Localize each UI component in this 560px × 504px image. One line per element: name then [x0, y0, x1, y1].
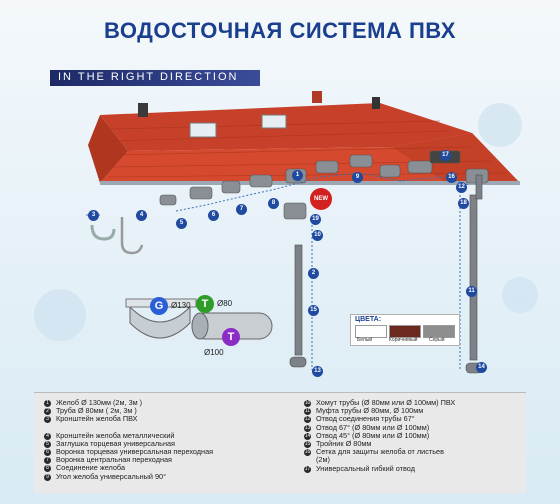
legend-text: Кронштейн желоба ПВХ: [56, 414, 138, 424]
callout-badge: 12: [456, 182, 467, 193]
callout-badge: 13: [312, 366, 323, 377]
color-swatch-white: [355, 325, 387, 338]
legend-item: (2м): [304, 456, 455, 464]
callout-badge: 1: [292, 170, 303, 181]
callout-badge: 18: [458, 198, 469, 209]
gutter-size-label: Ø130: [171, 301, 191, 310]
legend-text: Тройник Ø 80мм: [316, 439, 372, 449]
legend-number-icon: 3: [44, 416, 51, 424]
legend-number-icon: 10: [304, 400, 311, 407]
gutter-system-illustration: [34, 91, 538, 374]
legend-item: 15 Тройник Ø 80мм: [304, 439, 455, 449]
legend-item: 7 Воронка центральная переходная: [44, 455, 213, 465]
legend-text: (2м): [316, 455, 330, 465]
legend-number-icon: 11: [304, 408, 311, 416]
pipe-size-badge-b: T: [222, 328, 240, 346]
color-label-white: Белый: [357, 337, 373, 343]
legend-item: 6 Воронка торцевая универсальная переходн…: [44, 447, 214, 457]
legend-number-icon: 16: [304, 449, 311, 457]
legend-item: 2 Труба Ø 80мм ( 2м, 3м ): [44, 406, 213, 416]
callout-badge: 8: [268, 198, 279, 209]
callout-badge: 7: [236, 204, 247, 215]
gutter-elements: [159, 150, 489, 220]
colors-panel: ЦВЕТА: Белый Коричневый Серый: [350, 314, 460, 346]
legend-number-icon: 7: [44, 457, 51, 465]
callout-badge: 4: [136, 210, 147, 221]
bracket-illustrations: [90, 217, 144, 255]
legend-number-icon: 13: [304, 424, 311, 432]
color-label-gray: Серый: [429, 337, 445, 343]
callout-badge: 10: [312, 230, 323, 241]
pipe-size-label-a: Ø80: [217, 299, 233, 308]
legend-text: Муфта трубы Ø 80мм, Ø 100мм: [316, 406, 424, 416]
downpipes: [289, 174, 483, 374]
slogan-bar: [50, 70, 260, 86]
legend-number-icon: 8: [44, 465, 51, 473]
legend-item: 11 Муфта трубы Ø 80мм, Ø 100мм: [304, 406, 455, 416]
legend-left-column: 1 Желоб Ø 130мм (2м, 3м ) 2 Труба Ø 80мм ( …: [44, 398, 214, 481]
legend-text: Угол желоба универсальный 90°: [56, 471, 167, 481]
callout-badge: 9: [352, 172, 363, 183]
legend-text: Соединение желоба: [56, 463, 126, 473]
legend-item: 9 Угол желоба универсальный 90°: [44, 471, 213, 481]
legend-text: Отвод соединения трубы 67°: [316, 414, 415, 424]
colors-title: ЦВЕТА:: [355, 316, 382, 323]
legend-text: Отвод 45° (Ø 80мм или Ø 100мм): [316, 430, 430, 440]
callout-badge: 15: [308, 305, 319, 316]
legend-text: Сетка для защиты желоба от листьев: [316, 447, 444, 457]
page-title: ВОДОСТОЧНАЯ СИСТЕМА ПВХ: [104, 18, 456, 43]
legend-number-icon: 14: [304, 432, 311, 440]
legend-item: 4 Кронштейн желоба металлический: [44, 430, 213, 440]
callout-badge: 16: [446, 172, 457, 183]
legend-item: 1 Желоб Ø 130мм (2м, 3м ): [44, 398, 213, 407]
legend-item: 14 Отвод 45° (Ø 80мм или Ø 100мм): [304, 430, 455, 440]
legend-text: Труба Ø 80мм ( 2м, 3м ): [56, 406, 137, 416]
legend-text: Кронштейн желоба металлический: [56, 430, 175, 440]
legend-text: Воронка торцевая универсальная переходна…: [56, 447, 214, 457]
legend-number-icon: 17: [304, 465, 311, 473]
callout-badge: 5: [176, 218, 187, 229]
legend-number-icon: 4: [44, 432, 51, 440]
legend-item: 3 Кронштейн желоба ПВХ: [44, 414, 213, 424]
legend-number-icon: 2: [44, 408, 51, 416]
legend-panel: 1 Желоб Ø 130мм (2м, 3м ) 2 Труба Ø 80мм ( …: [34, 392, 526, 493]
legend-text: Универсальный гибкий отвод: [316, 463, 415, 473]
legend-text: Заглушка торцевая универсальная: [56, 438, 175, 448]
pipe-size-label-b: Ø100: [204, 348, 224, 357]
legend-item: 10 Хомут трубы (Ø 80мм или Ø 100мм) ПВХ: [304, 398, 456, 407]
callout-badge: 14: [476, 362, 487, 373]
legend-number-icon: 12: [304, 416, 311, 424]
color-swatch-gray: [423, 325, 455, 338]
legend-number-icon: 15: [304, 441, 311, 449]
legend-item: 16 Сетка для защиты желоба от листьев: [304, 447, 455, 457]
callout-badge: 2: [308, 268, 319, 279]
legend-item: 13 Отвод 67° (Ø 80мм или Ø 100мм): [304, 422, 455, 432]
legend-number-icon: 6: [44, 449, 51, 457]
legend-text: Желоб Ø 130мм (2м, 3м ): [56, 398, 143, 407]
callout-badge: 19: [310, 214, 321, 225]
legend-number-icon: 1: [44, 400, 51, 407]
color-swatch-brown: [389, 325, 421, 338]
callout-badge: 3: [88, 210, 99, 221]
legend-text: Отвод 67° (Ø 80мм или Ø 100мм): [316, 422, 430, 432]
callout-badge: 6: [208, 210, 219, 221]
pipe-size-badge-a: T: [196, 295, 214, 313]
legend-text: Воронка центральная переходная: [56, 455, 173, 465]
legend-text: Хомут трубы (Ø 80мм или Ø 100мм) ПВХ: [316, 398, 456, 407]
legend-item: 5 Заглушка торцевая универсальная: [44, 438, 213, 448]
legend-number-icon: 5: [44, 440, 51, 448]
callout-badge: 11: [466, 286, 477, 297]
legend-item: 17 Универсальный гибкий отвод: [304, 463, 455, 473]
legend-item: 8 Соединение желоба: [44, 463, 213, 473]
slogan-text: IN THE RIGHT DIRECTION: [58, 71, 239, 83]
gutter-size-badge: G: [150, 297, 168, 315]
new-badge: NEW: [310, 188, 332, 210]
legend-item: 12 Отвод соединения трубы 67°: [304, 414, 455, 424]
color-label-brown: Коричневый: [389, 337, 418, 343]
callout-badge: 17: [440, 150, 451, 161]
legend-number-icon: 9: [44, 473, 51, 481]
